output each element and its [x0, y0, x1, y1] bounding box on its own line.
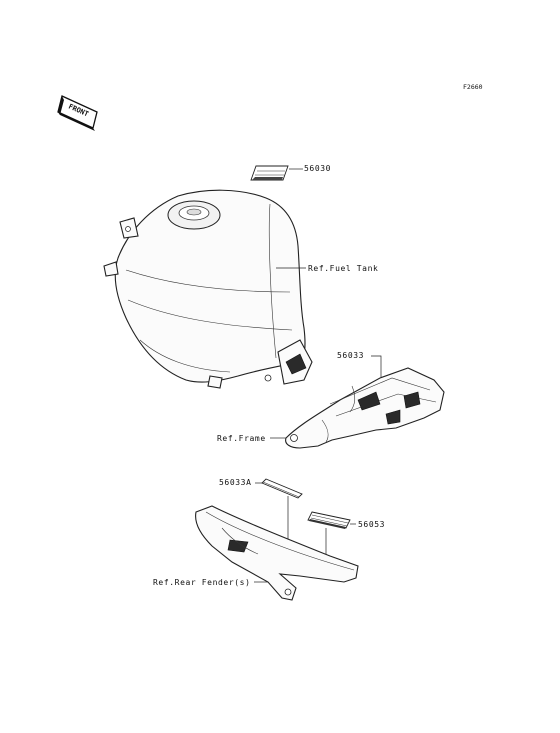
front-direction-badge: FRONT	[57, 95, 98, 131]
rear-frame	[285, 367, 445, 449]
figure-code: F2660	[463, 83, 483, 91]
callout-56030: 56030	[304, 164, 331, 173]
callout-ref-rear-fender: Ref.Rear Fender(s)	[153, 578, 251, 587]
fuel-tank	[103, 189, 313, 389]
callout-56033A: 56033A	[219, 478, 252, 487]
callout-ref-fuel-tank: Ref.Fuel Tank	[308, 264, 378, 273]
callout-56033: 56033	[337, 351, 364, 360]
label-56030-sticker	[250, 165, 289, 181]
callout-ref-frame: Ref.Frame	[217, 434, 266, 443]
callout-56053: 56053	[358, 520, 385, 529]
rear-fender	[195, 505, 359, 601]
label-56053-sticker	[307, 511, 351, 529]
leader-56033	[371, 355, 382, 384]
label-56033A-sticker	[261, 478, 303, 499]
